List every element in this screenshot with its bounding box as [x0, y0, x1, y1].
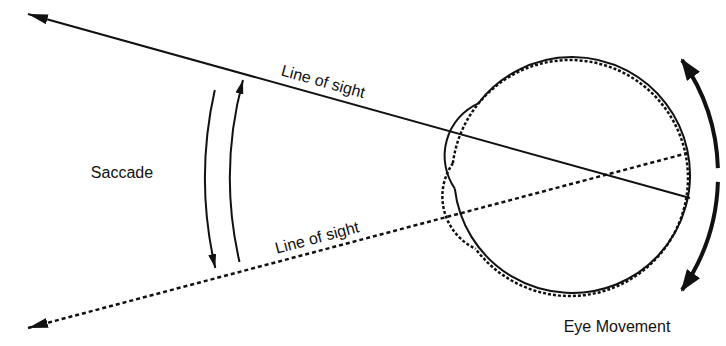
line-of-sight-dotted: [28, 153, 688, 328]
cornea-solid: [445, 103, 479, 188]
eye-movement-arrow-up: [682, 60, 718, 168]
line-of-sight-label: Line of sight: [271, 218, 363, 258]
eyeball-solid: [455, 57, 690, 293]
line-of-sight-solid: [28, 14, 690, 198]
saccade-label: Saccade: [89, 164, 155, 182]
eye-movement-label: Eye Movement: [562, 318, 673, 336]
saccade-arrow-down: [205, 90, 215, 268]
eye-movement-arrow-down: [682, 182, 718, 290]
saccade-arrow-up: [230, 80, 243, 262]
